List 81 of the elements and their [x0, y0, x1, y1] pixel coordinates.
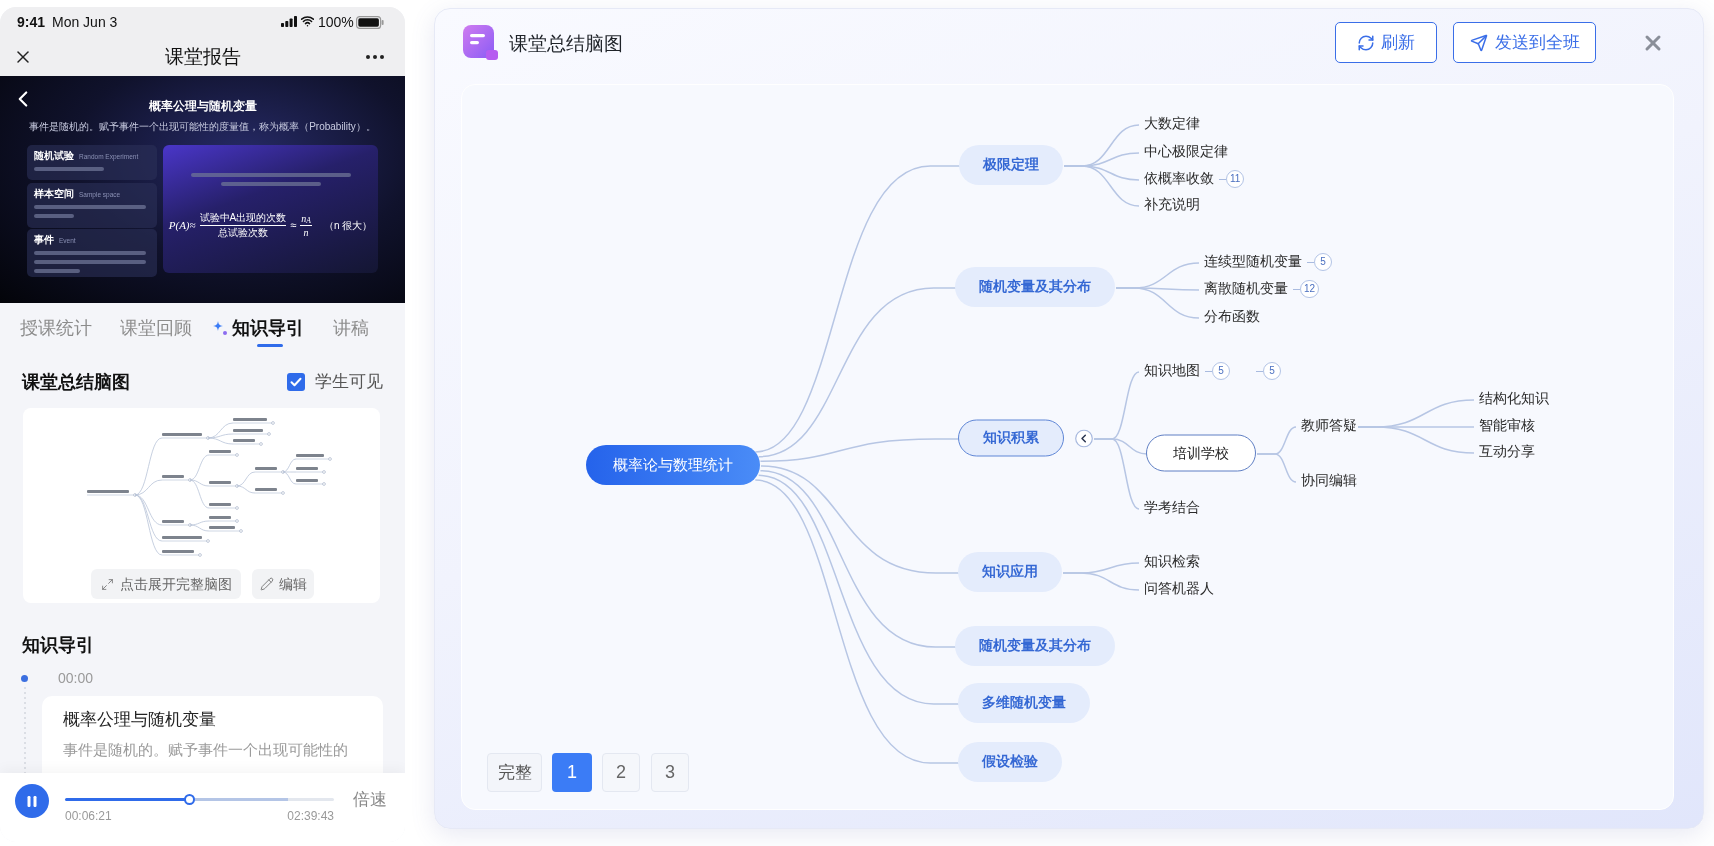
battery-percent: 100%: [318, 13, 354, 31]
branch-line: [1063, 165, 1140, 207]
formula-text: P(A)≈: [168, 218, 196, 232]
subtopic-pill: 培训学校: [1146, 434, 1256, 472]
topic-label: 知识检索: [1138, 551, 1200, 573]
chapter-summary: 事件是随机的。赋予事件一个出现可能性的: [63, 740, 348, 760]
topic-pill: 极限定理: [959, 145, 1063, 185]
branch-line: [1256, 453, 1297, 483]
topic-pill: 随机变量及其分布: [955, 267, 1115, 307]
count-badge: 5: [1314, 253, 1332, 271]
topic-label: 离散随机变量: [1198, 278, 1288, 300]
branch-line: [1093, 438, 1140, 510]
card-heading: 样本空间: [34, 188, 74, 200]
topic-label: 大数定律: [1138, 113, 1200, 135]
section-heading: 知识导引: [22, 634, 94, 657]
topic-label: 问答机器人: [1138, 578, 1214, 600]
topic-label: 知识地图: [1138, 360, 1200, 382]
full-view-button: 完整: [487, 753, 542, 792]
branch-line: [1357, 426, 1475, 454]
branch-line: [757, 287, 957, 458]
count-badge: 11: [1226, 170, 1245, 188]
slide-subtitle: 事件是随机的。赋予事件一个出现可能性的度量值，称为概率（Probability）。: [29, 120, 376, 133]
branch-line: [1062, 572, 1140, 591]
edit-button: 编辑: [252, 569, 314, 599]
tab-active: 知识导引: [212, 316, 304, 340]
branch-line: [754, 165, 961, 453]
formula-text: ≈: [290, 218, 297, 232]
count-badge: 5: [1263, 362, 1281, 380]
topic-label: 结构化知识: [1473, 388, 1549, 410]
section-heading: 课堂总结脑图: [22, 371, 130, 394]
checkbox-label: 学生可见: [315, 371, 383, 393]
topic-label: 学考结合: [1138, 497, 1200, 519]
topic-label: 协同编辑: [1295, 470, 1357, 492]
page-title: 课堂报告: [164, 45, 241, 69]
branch-line: [760, 465, 960, 574]
formula-text: 试验中A出现的次数: [199, 211, 287, 226]
formula-text: 总试验次数: [217, 226, 268, 239]
tab: 课堂回顾: [120, 316, 192, 340]
formula-text: （n 很大）: [323, 218, 373, 232]
speed-button: 倍速: [353, 789, 387, 811]
card-heading: 事件: [34, 234, 54, 246]
topic-label: 依概率收敛: [1138, 168, 1214, 190]
topic-label: 补充说明: [1138, 194, 1200, 216]
topic-pill: 多维随机变量: [958, 683, 1090, 723]
topic-label: 智能审核: [1473, 415, 1535, 437]
total-time: 02:39:43: [287, 809, 334, 824]
formula-text: n$_{A}$: [300, 211, 312, 226]
chapter-title: 概率公理与随机变量: [63, 709, 216, 731]
branch-line: [759, 469, 957, 648]
topic-pill: 知识积累: [958, 419, 1064, 457]
expand-button: 点击展开完整脑图: [91, 569, 241, 599]
timestamp: 00:00: [58, 669, 94, 687]
topic-label: 中心极限定律: [1138, 141, 1228, 163]
branch-line: [754, 479, 960, 764]
topic-pill: 知识应用: [958, 552, 1062, 592]
root-topic: 概率论与数理统计: [586, 445, 760, 485]
status-time: 9:41: [17, 13, 46, 31]
elapsed-time: 00:06:21: [65, 809, 112, 824]
branch-line: [759, 438, 960, 463]
branch-line: [757, 474, 960, 705]
topic-label: 连续型随机变量: [1198, 251, 1302, 273]
page-button: 3: [651, 753, 689, 792]
tab: 讲稿: [333, 316, 369, 340]
count-badge: 12: [1300, 280, 1320, 298]
page-button: 2: [602, 753, 640, 792]
refresh-button: 刷新: [1335, 22, 1437, 63]
formula-text: n: [303, 225, 309, 239]
page-button-active: 1: [552, 753, 592, 792]
topic-label: 分布函数: [1198, 306, 1260, 328]
topic-label: 互动分享: [1473, 441, 1535, 463]
status-date: Mon Jun 3: [52, 13, 118, 31]
tab: 授课统计: [20, 316, 92, 340]
card-heading: 随机试验: [34, 150, 74, 162]
branch-line: [1115, 287, 1200, 319]
topic-pill: 随机变量及其分布: [955, 626, 1115, 666]
topic-label: 教师答疑: [1295, 415, 1357, 437]
send-button: 发送到全班: [1453, 22, 1596, 63]
count-badge: 5: [1212, 362, 1230, 380]
slide-title: 概率公理与随机变量: [148, 98, 257, 114]
panel-title: 课堂总结脑图: [509, 32, 623, 56]
topic-pill: 假设检验: [958, 742, 1062, 782]
